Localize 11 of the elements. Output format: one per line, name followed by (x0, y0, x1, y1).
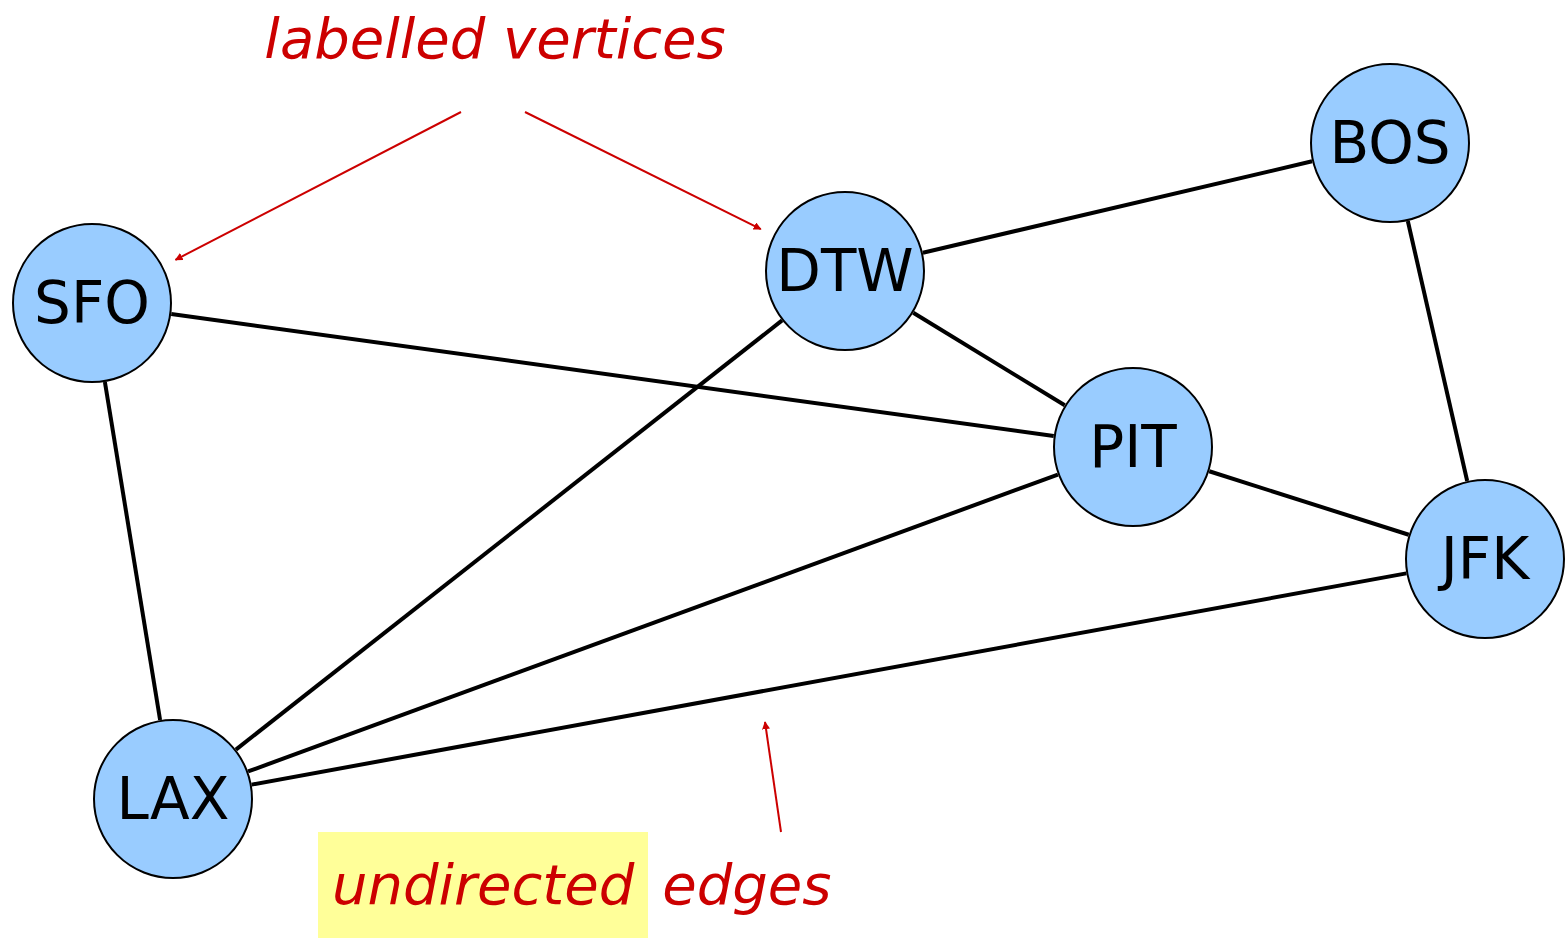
edge-line (247, 472, 1059, 774)
edge-line (102, 381, 163, 721)
annotation-text: labelled vertices (225, 4, 765, 74)
highlighted-text: undirected (318, 832, 649, 938)
arrow (174, 111, 462, 261)
edge-line (912, 311, 1066, 407)
pointer-arrow (762, 721, 782, 833)
annotation-text: edges (662, 851, 832, 919)
edge-line (234, 318, 784, 752)
edge-line (1208, 469, 1410, 537)
arrow (524, 111, 762, 231)
